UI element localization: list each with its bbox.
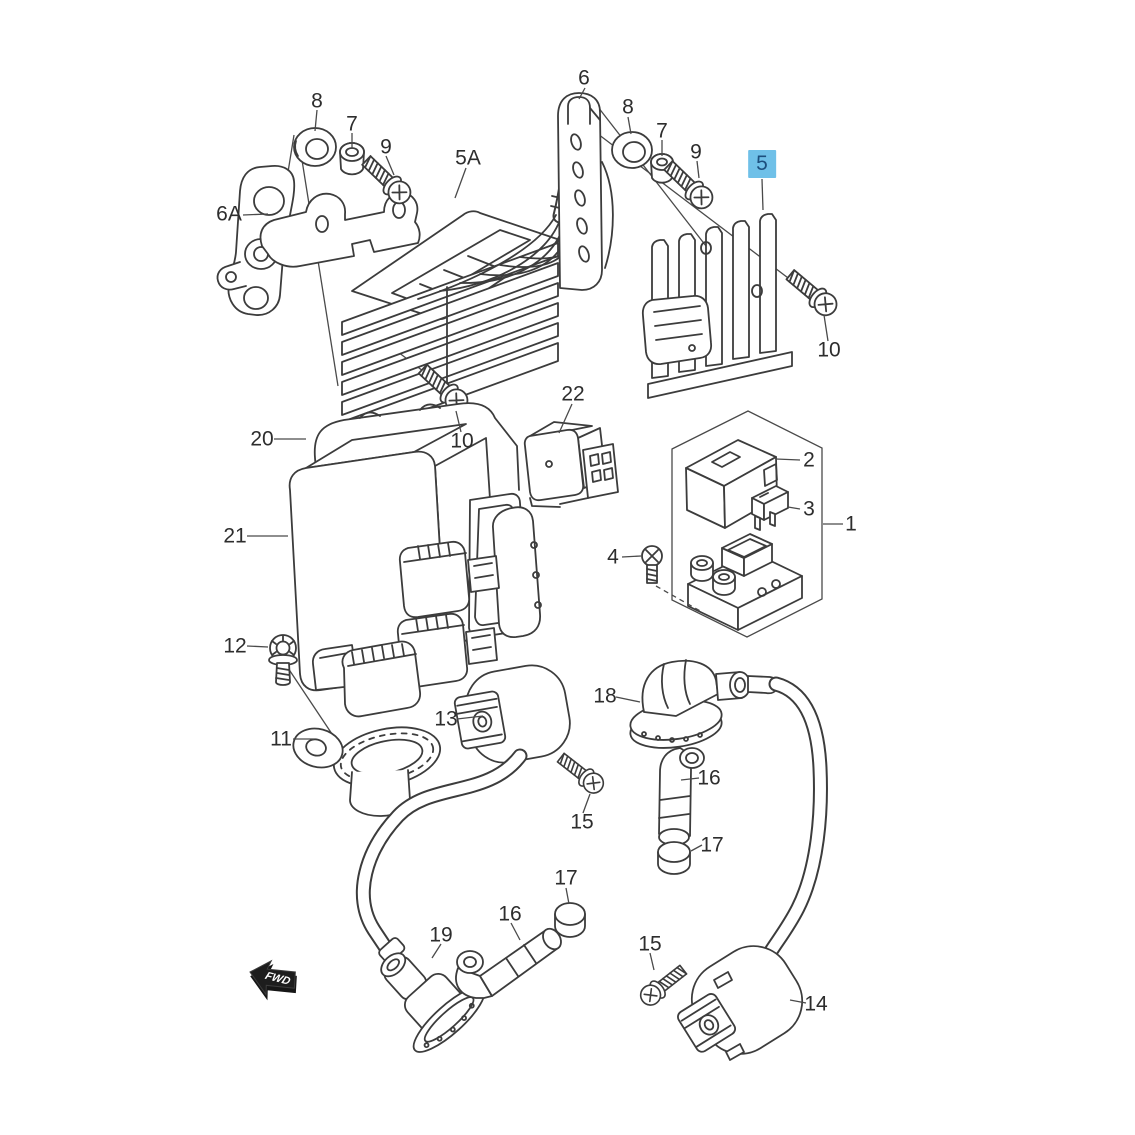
part-label-5[interactable]: 5 (748, 150, 776, 178)
plug-cap-16-left-drawing (455, 927, 562, 999)
fuse-box-outline-1-drawing (671, 410, 823, 638)
part-label-8-right[interactable]: 8 (622, 95, 634, 119)
plug-cap-18-drawing (629, 659, 779, 749)
part-label-18[interactable]: 18 (593, 684, 617, 708)
part-label-21[interactable]: 21 (223, 524, 247, 548)
fuse-3-drawing (751, 485, 789, 531)
part-label-15-right[interactable]: 15 (638, 932, 662, 956)
ignition-coil-14-drawing (677, 945, 804, 1061)
spark-plug-wire-left-drawing (355, 748, 528, 964)
grommet-8-left-drawing (293, 127, 337, 167)
part-label-4[interactable]: 4 (607, 545, 619, 569)
bracket-6-drawing (557, 92, 614, 291)
part-label-13[interactable]: 13 (434, 707, 458, 731)
plug-cap-19-drawing (380, 952, 486, 1053)
part-label-10-left[interactable]: 10 (450, 429, 474, 453)
leader-lines (242, 87, 843, 1004)
part-label-8-left[interactable]: 8 (311, 89, 323, 113)
part-label-11[interactable]: 11 (270, 727, 292, 751)
part-label-5a[interactable]: 5A (455, 146, 481, 170)
relay-22-drawing (523, 421, 619, 508)
screw-4-drawing (641, 545, 703, 613)
part-label-6a[interactable]: 6A (216, 202, 242, 226)
part-label-3[interactable]: 3 (803, 497, 815, 521)
part-label-9-right[interactable]: 9 (690, 140, 702, 164)
part-label-6[interactable]: 6 (578, 66, 590, 90)
ecu-21-drawing (288, 423, 542, 692)
part-label-22[interactable]: 22 (561, 382, 585, 406)
part-label-9-left[interactable]: 9 (380, 135, 392, 159)
sensor-11-drawing (292, 640, 442, 817)
fwd-label: FWD (263, 970, 292, 987)
part-label-17-right[interactable]: 17 (700, 833, 724, 857)
part-label-15-left[interactable]: 15 (570, 810, 594, 834)
seal-ring-17-right-drawing (657, 841, 691, 875)
part-label-10-right[interactable]: 10 (817, 338, 841, 362)
part-label-7-left[interactable]: 7 (346, 112, 358, 136)
spark-plug-wire-right-drawing (760, 676, 828, 964)
part-label-20[interactable]: 20 (250, 427, 274, 451)
fuse-box-cover-2-drawing (685, 439, 778, 529)
fwd-arrow: FWD (249, 959, 297, 1001)
seal-ring-17-left-drawing (554, 902, 586, 938)
grommet-8-right-drawing (611, 131, 653, 169)
spacer-7-left-drawing (339, 142, 365, 176)
starter-relay-drawing (687, 533, 803, 631)
part-label-7-right[interactable]: 7 (656, 119, 668, 143)
bolt-12-drawing (268, 634, 298, 686)
part-label-17-left[interactable]: 17 (554, 866, 578, 890)
plug-cap-16-right-drawing (658, 747, 705, 846)
part-label-1[interactable]: 1 (845, 512, 857, 536)
regulator-rectifier-5-drawing (641, 213, 793, 399)
part-label-2[interactable]: 2 (803, 448, 815, 472)
part-label-16-left[interactable]: 16 (498, 902, 522, 926)
part-label-14[interactable]: 14 (804, 992, 828, 1016)
part-label-19[interactable]: 19 (429, 923, 453, 947)
part-label-16-right[interactable]: 16 (697, 766, 721, 790)
part-label-12[interactable]: 12 (223, 634, 247, 658)
